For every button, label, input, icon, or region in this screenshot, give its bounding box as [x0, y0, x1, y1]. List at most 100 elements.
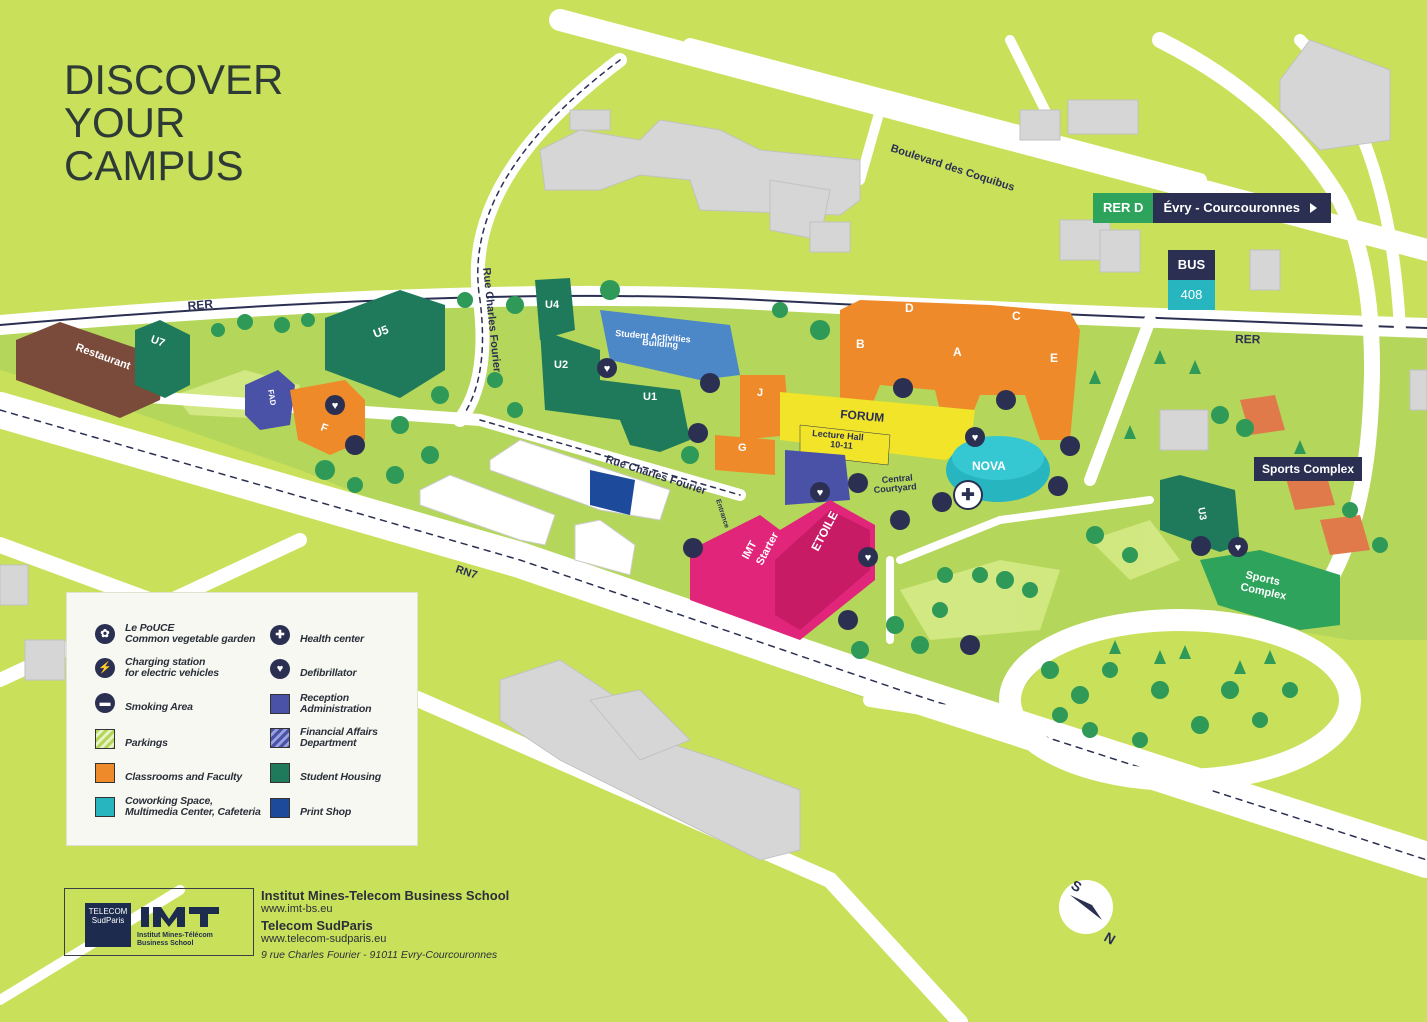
legend-item-print-shop: Print Shop: [270, 798, 351, 818]
classroom-complex: [840, 300, 1080, 440]
u3-building: [1160, 475, 1240, 552]
g-label: G: [738, 442, 747, 454]
roads: [0, 9, 1427, 1022]
map-icon-glyphs: ♥♥♥ ♥♥♥ ✚: [332, 363, 1242, 564]
legend-item-parkings: Parkings: [95, 729, 168, 749]
charging-station-icon: [890, 510, 910, 530]
sports-complex-tag[interactable]: Sports Complex: [1254, 457, 1363, 481]
rer-station-name: Évry - Courcouronnes: [1153, 193, 1331, 223]
restaurant-building: [16, 322, 165, 418]
defibrillator-icon: [325, 395, 345, 415]
smoking-area-icon: [932, 492, 952, 512]
u5-building: [325, 290, 445, 398]
fad-building: [245, 370, 295, 430]
legend-item-housing: Student Housing: [270, 763, 381, 783]
sports-complex-building: [1200, 550, 1340, 630]
central-courtyard-label-2: Courtyard: [873, 481, 917, 495]
svg-text:♥: ♥: [865, 552, 872, 564]
legend-item-classrooms: Classrooms and Faculty: [95, 763, 242, 783]
rer-line-label: RER D: [1093, 193, 1154, 223]
g-building: [715, 435, 775, 475]
lecture-hall-label-2: 10-11: [830, 439, 853, 451]
u4-label: U4: [545, 299, 560, 311]
classrooms-swatch: [95, 763, 115, 783]
rer-station-badge[interactable]: RER D Évry - Courcouronnes: [1093, 193, 1331, 223]
f-label: F: [319, 422, 330, 436]
school2-name: Telecom SudParis: [261, 918, 373, 933]
central-courtyard-label-1: Central: [881, 472, 913, 485]
b-label: B: [856, 337, 865, 351]
e-label: E: [1050, 351, 1058, 365]
defibrillator-icon: [965, 427, 985, 447]
smoking-area-icon: [345, 435, 365, 455]
map-icons: [325, 358, 1248, 655]
defibrillator-icon: [810, 482, 830, 502]
charging-station-icon: [683, 538, 703, 558]
smoking-area-icon: [1060, 436, 1080, 456]
u2-u1-building: [540, 330, 690, 452]
address: 9 rue Charles Fourier - 91011 Evry-Courc…: [261, 949, 498, 961]
smoking-area-icon: [996, 390, 1016, 410]
svg-text:♥: ♥: [1235, 542, 1242, 554]
student-activities-building: [600, 310, 740, 380]
title-line-3: CAMPUS: [64, 142, 244, 189]
defibrillator-icon: [858, 547, 878, 567]
f-building: [290, 380, 365, 455]
legend-item-health: ✚ Health center: [270, 625, 364, 645]
boulevard-label: Boulevard des Coquibus: [889, 142, 1016, 193]
lecture-hall-label-1: Lecture Hall: [812, 428, 864, 442]
defibrillator-icon: ♥: [270, 659, 290, 679]
bus-label: BUS: [1168, 250, 1215, 280]
svg-text:♥: ♥: [972, 432, 979, 444]
a-label: A: [953, 345, 962, 359]
smoking-area-icon: [700, 373, 720, 393]
rer-label-west: RER: [187, 297, 214, 313]
smoking-area-icon: [688, 423, 708, 443]
reception-building: [785, 450, 850, 505]
surrounding-buildings: [0, 39, 1427, 861]
u2-label: U2: [554, 359, 568, 371]
trees: [211, 280, 1388, 748]
smoking-area-icon: [893, 378, 913, 398]
coworking-swatch: [95, 797, 115, 817]
compass: S N: [1059, 877, 1118, 948]
rer-label-east: RER: [1235, 332, 1261, 346]
print-shop-swatch: [270, 798, 290, 818]
campus-buildings: [16, 278, 1370, 640]
u7-label: U7: [149, 334, 166, 350]
j-label: J: [757, 387, 763, 399]
bus-number: 408: [1168, 280, 1215, 310]
d-label: D: [905, 301, 914, 315]
fad-label: FAD: [266, 389, 278, 407]
charging-station-icon: ⚡: [95, 658, 115, 678]
common-garden-icon: [960, 635, 980, 655]
u3-label: U3: [1195, 507, 1208, 522]
imt-logo: [141, 907, 219, 927]
school1-name: Institut Mines-Telecom Business School: [261, 888, 510, 903]
reception-swatch: [270, 694, 290, 714]
u1-label: U1: [643, 391, 657, 403]
parkings-swatch: [95, 729, 115, 749]
smoking-area-icon: ▬: [95, 693, 115, 713]
svg-text:♥: ♥: [817, 487, 824, 499]
compass-n: N: [1102, 929, 1119, 948]
student-activities-label-2: Building: [642, 337, 679, 350]
c-label: C: [1012, 309, 1021, 323]
school1-url[interactable]: www.imt-bs.eu: [261, 903, 333, 915]
common-garden-icon: ✿: [95, 624, 115, 644]
school2-url[interactable]: www.telecom-sudparis.eu: [261, 933, 387, 945]
smoking-area-icon: [1048, 476, 1068, 496]
bus-badge[interactable]: BUS 408: [1168, 250, 1215, 310]
health-center-icon: [953, 480, 983, 510]
student-housing-swatch: [270, 763, 290, 783]
legend-item-coworking: Coworking Space,Multimedia Center, Cafet…: [95, 796, 261, 818]
legend-item-smoking: ▬ Smoking Area: [95, 693, 193, 713]
